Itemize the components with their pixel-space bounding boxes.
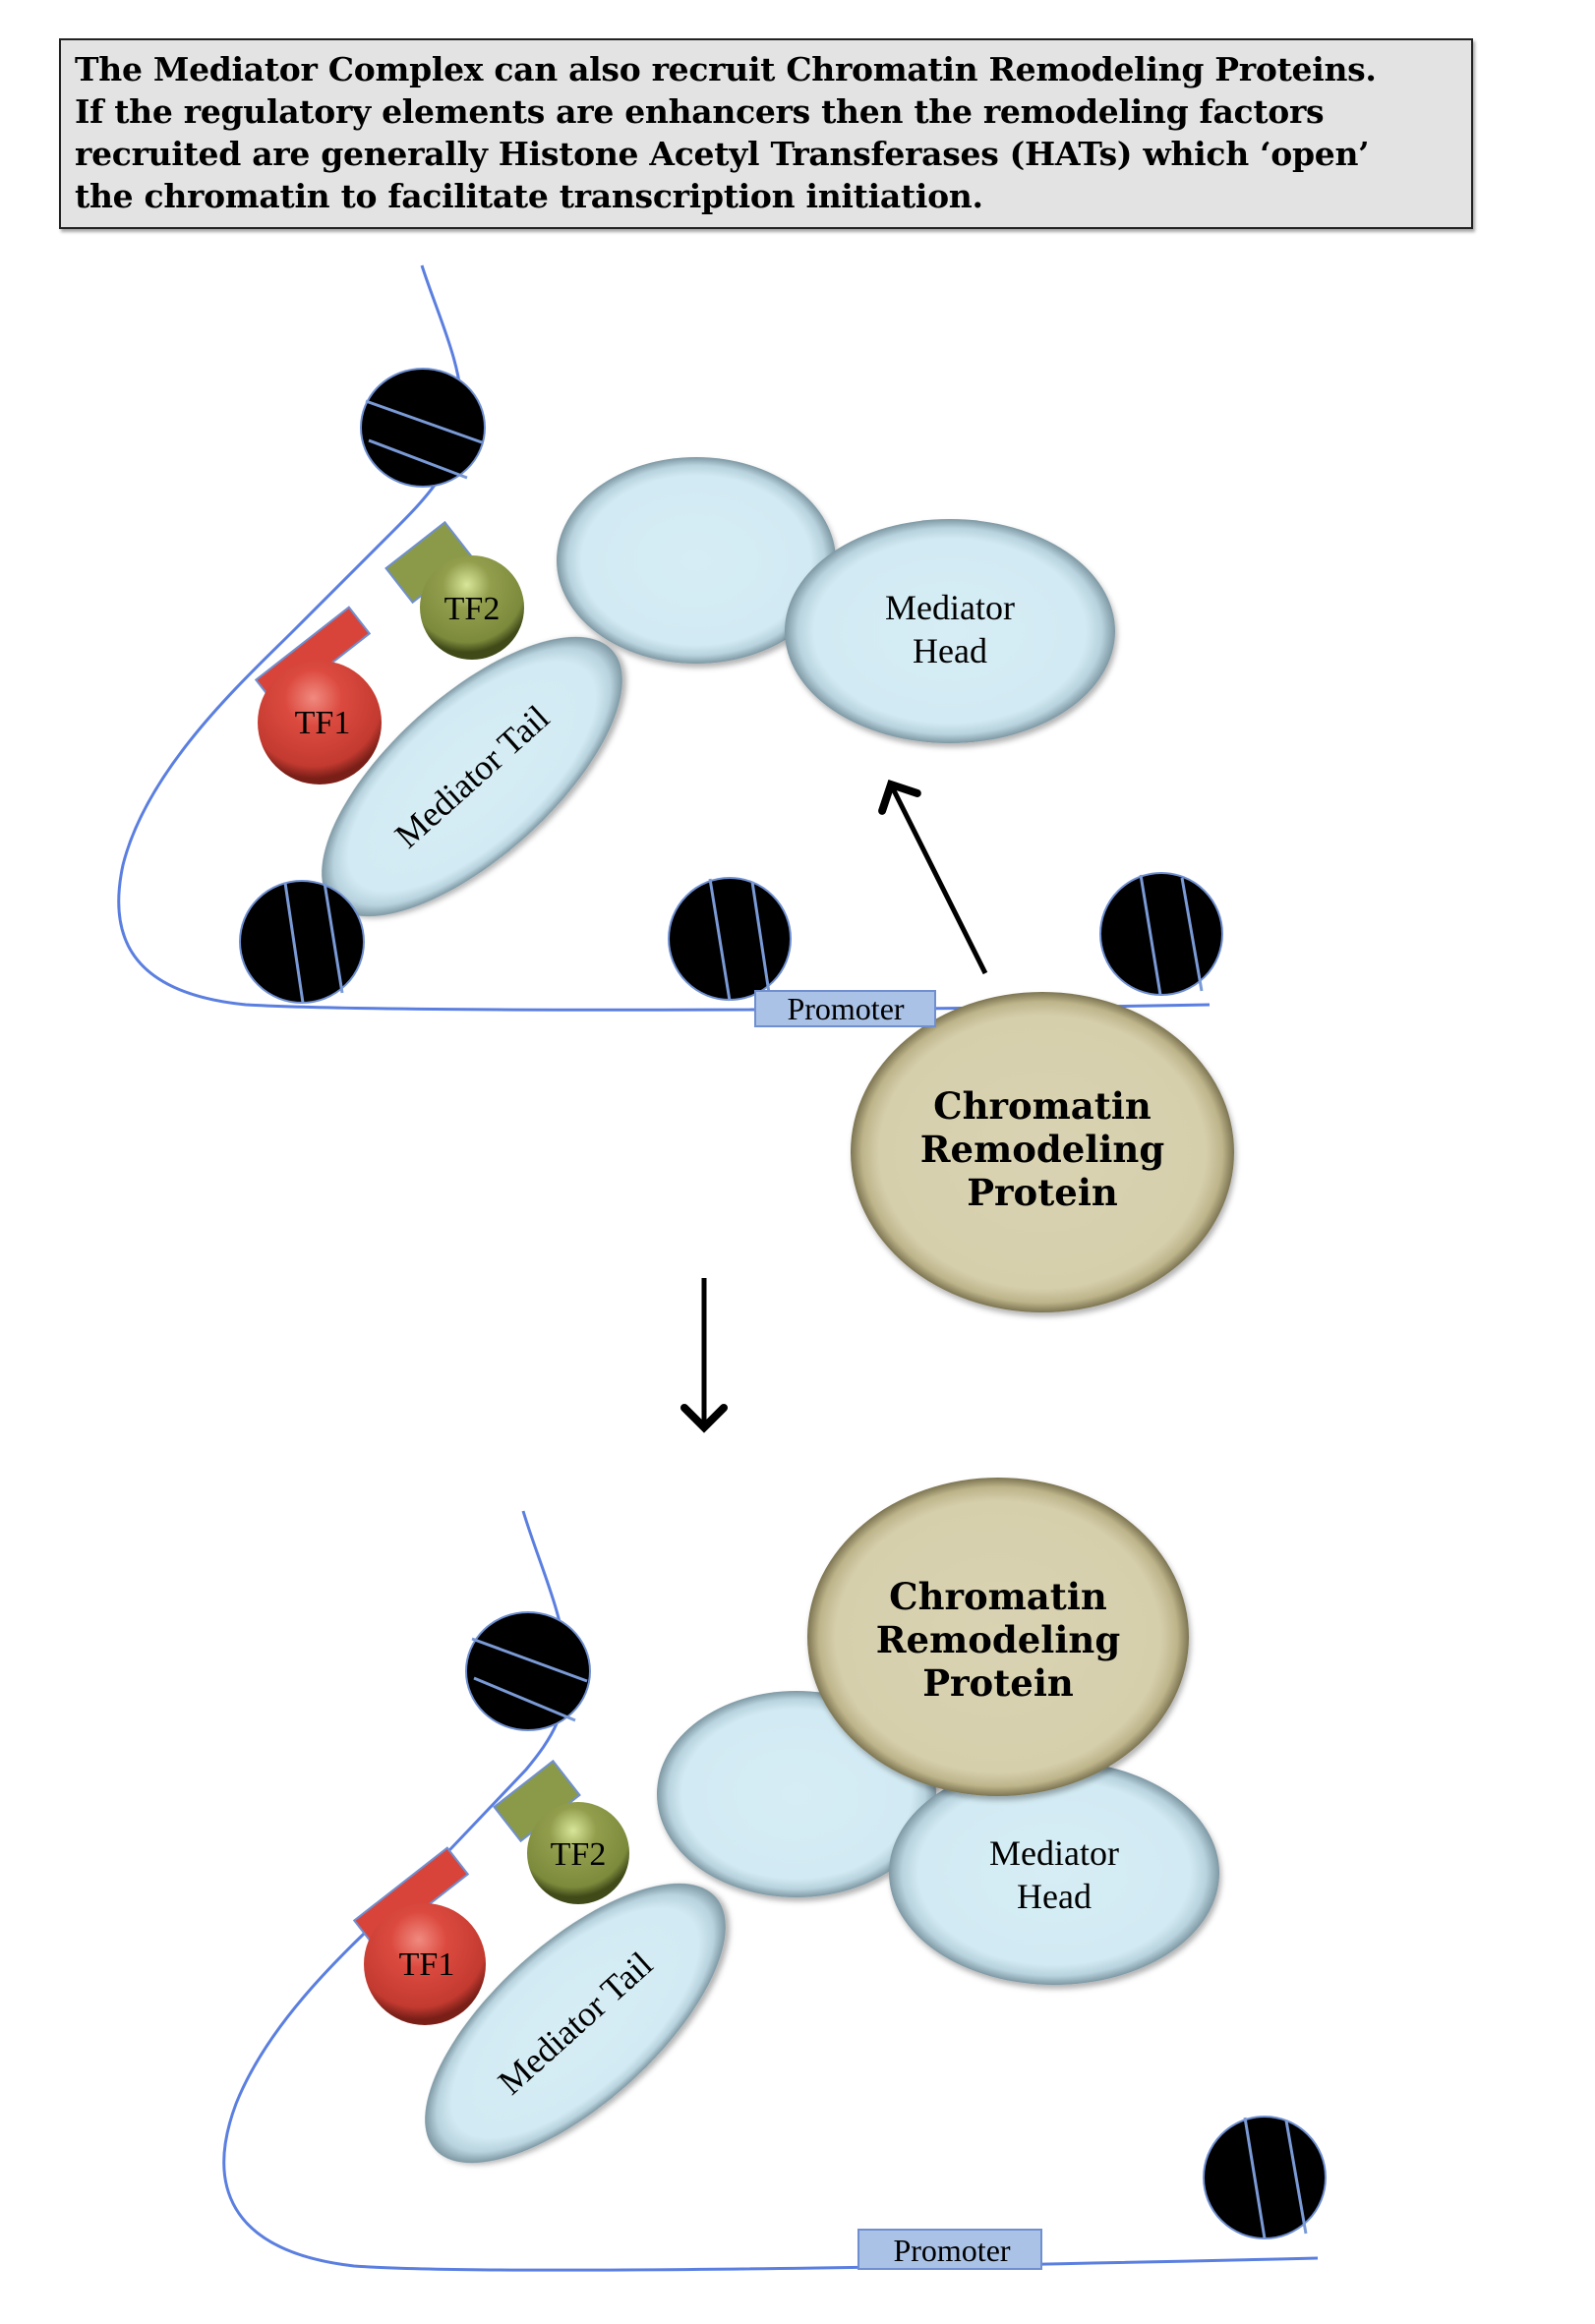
caption-box: The Mediator Complex can also recruit Ch… — [59, 38, 1473, 229]
mediator-tail: Mediator Tail — [425, 1883, 726, 2164]
chromatin-remodeling-protein: Chromatin Remodeling Protein — [807, 1478, 1189, 1796]
mediator-head: Mediator Head — [785, 519, 1115, 743]
tf1-sphere: TF1 — [258, 661, 382, 784]
mediator-head-label-line2: Head — [913, 631, 987, 670]
chromatin-protein-label-line2: Remodeling — [876, 1618, 1120, 1661]
caption-line-2: If the regulatory elements are enhancers… — [75, 92, 1325, 131]
tf2-sphere: TF2 — [527, 1802, 629, 1904]
promoter-box: Promoter — [857, 2229, 1042, 2270]
mediator-tail: Mediator Tail — [322, 636, 622, 917]
nucleosome — [239, 880, 365, 1004]
nucleosome — [360, 368, 486, 488]
nucleosome — [465, 1611, 591, 1731]
chromatin-protein-label-line2: Remodeling — [920, 1128, 1164, 1171]
tf1-label: TF1 — [295, 705, 351, 741]
mediator-head-label-line2: Head — [1017, 1877, 1092, 1916]
top-panel: Mediator Head Mediator Tail TF2 TF1 — [117, 264, 1234, 1312]
caption-line-4: the chromatin to facilitate transcriptio… — [75, 177, 983, 215]
mediator-head-label-line1: Mediator — [885, 588, 1015, 627]
mediator-head: Mediator Head — [889, 1761, 1219, 1985]
promoter-label: Promoter — [787, 991, 904, 1026]
tf1-label: TF1 — [399, 1946, 455, 1983]
caption-line-3: recruited are generally Histone Acetyl T… — [75, 135, 1370, 173]
mediator-head-label-line1: Mediator — [989, 1833, 1119, 1873]
chromatin-remodeling-protein: Chromatin Remodeling Protein — [851, 992, 1234, 1312]
recruitment-arrow-icon — [878, 779, 988, 975]
tf1-sphere: TF1 — [364, 1903, 486, 2025]
tf2-sphere: TF2 — [420, 555, 524, 660]
tf2-label: TF2 — [551, 1836, 607, 1873]
nucleosome — [668, 877, 792, 1002]
chromatin-protein-label-line1: Chromatin — [933, 1084, 1152, 1128]
chromatin-protein-label-line1: Chromatin — [889, 1575, 1107, 1618]
mediator-middle — [557, 457, 836, 664]
promoter-label: Promoter — [893, 2233, 1010, 2268]
nucleosome — [1203, 2116, 1327, 2239]
bottom-panel: Mediator Head Chromatin Remodeling Prote… — [222, 1478, 1327, 2272]
chromatin-protein-label-line3: Protein — [967, 1171, 1118, 1214]
chromatin-protein-label-line3: Protein — [922, 1661, 1074, 1705]
tf2-label: TF2 — [444, 591, 501, 627]
promoter-box: Promoter — [754, 990, 936, 1027]
nucleosome — [1099, 872, 1223, 996]
caption-line-1: The Mediator Complex can also recruit Ch… — [75, 50, 1377, 88]
